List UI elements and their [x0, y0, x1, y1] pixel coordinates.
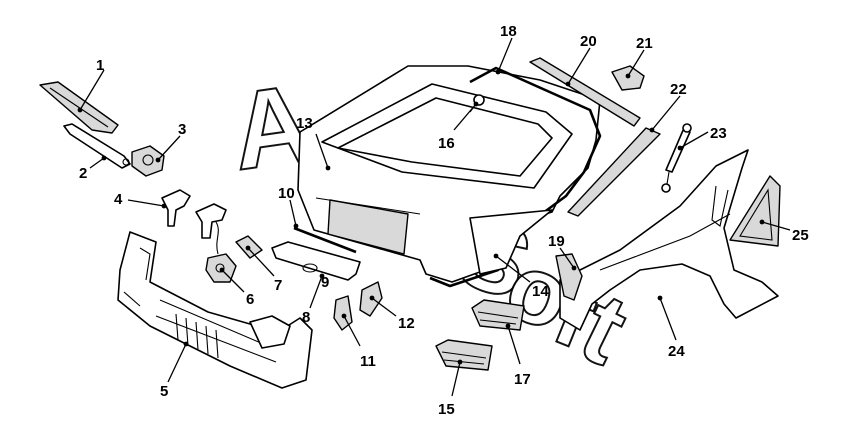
callout-18: 18 — [500, 23, 517, 40]
part-25-glass — [729, 175, 781, 247]
callout-2: 2 — [79, 165, 87, 182]
part-3-lock — [131, 145, 165, 177]
callout-25: 25 — [792, 227, 809, 244]
callout-15: 15 — [438, 401, 455, 418]
part-4-hinge-bracket — [161, 189, 227, 239]
callout-24: 24 — [668, 343, 685, 360]
callout-21: 21 — [636, 35, 653, 52]
part-10-rod — [293, 226, 357, 254]
callout-20: 20 — [580, 33, 597, 50]
callout-17: 17 — [514, 371, 531, 388]
callout-3: 3 — [178, 121, 186, 138]
callout-1: 1 — [96, 57, 104, 74]
callout-11: 11 — [360, 353, 376, 370]
callout-19: 19 — [548, 233, 565, 250]
part-14-panel — [469, 209, 553, 275]
callout-22: 22 — [670, 81, 687, 98]
part-19-bracket — [555, 253, 583, 301]
tailgate — [297, 65, 601, 283]
callout-7: 7 — [274, 277, 282, 294]
callout-5: 5 — [160, 383, 168, 400]
callout-14: 14 — [532, 283, 549, 300]
part-24-quarter-panel — [559, 149, 779, 331]
part-23-strut — [661, 123, 692, 193]
callout-8: 8 — [302, 309, 310, 326]
callout-12: 12 — [398, 315, 415, 332]
callout-9: 9 — [321, 274, 329, 291]
part-1-cover — [39, 81, 119, 134]
callout-10: 10 — [278, 185, 295, 202]
callout-16: 16 — [438, 135, 455, 152]
part-8-lamp-strip — [271, 241, 361, 281]
callout-4: 4 — [114, 191, 123, 208]
watermark-letter: A — [224, 61, 320, 194]
part-20-strip — [529, 57, 641, 127]
part-5-rear-panel — [117, 231, 313, 389]
callout-23: 23 — [710, 125, 727, 142]
callouts: 1 2 3 4 5 6 7 8 9 10 11 12 13 14 15 16 1… — [77, 23, 809, 418]
part-17-housing — [471, 299, 525, 331]
part-15-lens — [435, 339, 493, 371]
part-2-hinge-arm — [63, 123, 131, 169]
callout-13: 13 — [296, 115, 313, 132]
callout-6: 6 — [246, 291, 254, 308]
part-22-strip — [567, 127, 661, 217]
part-18-seal — [429, 66, 602, 288]
